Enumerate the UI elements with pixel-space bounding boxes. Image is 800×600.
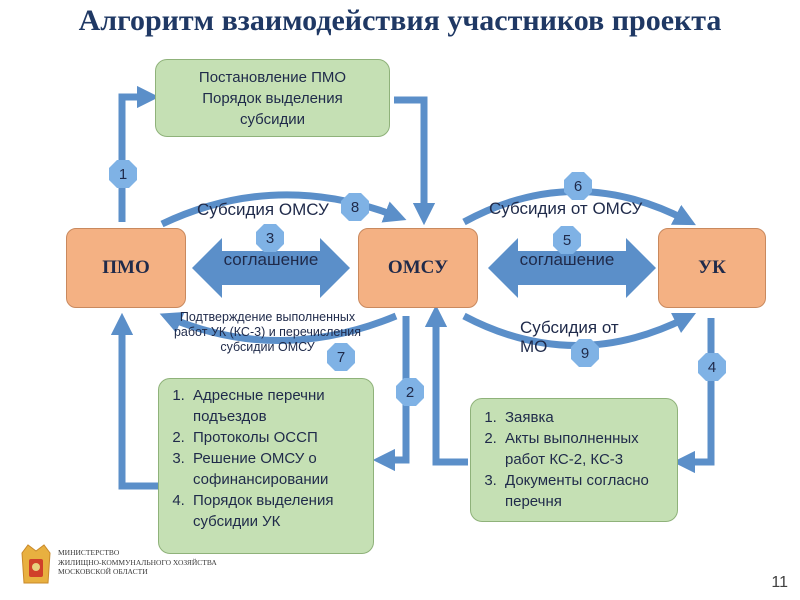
- decree-line-3: субсидии: [240, 110, 305, 128]
- step-9-badge: 9: [571, 339, 599, 367]
- arrow-uk-to-list-right: [672, 318, 715, 474]
- agreement-label-left: соглашение: [223, 250, 319, 269]
- list-right: Заявка Акты выполненных работ КС-2, КС-3…: [477, 407, 671, 512]
- svg-text:6: 6: [574, 178, 582, 195]
- decree-line-1: Постановление ПМО: [198, 68, 347, 86]
- decree-line-2: Порядок выделения: [202, 89, 343, 107]
- confirmation-label: Подтверждение выполненных работ УК (КС-3…: [173, 310, 362, 354]
- svg-text:5: 5: [563, 232, 571, 249]
- step-3-badge: 3: [256, 224, 284, 252]
- list-left-item: Порядок выделения субсидии УК: [189, 490, 367, 532]
- ministry-caption: МИНИСТЕРСТВО ЖИЛИЩНО-КОММУНАЛЬНОГО ХОЗЯЙ…: [58, 548, 217, 576]
- page-number: 11: [771, 574, 788, 591]
- svg-text:7: 7: [337, 349, 345, 366]
- svg-text:4: 4: [708, 359, 716, 376]
- list-right-item: Заявка: [501, 407, 671, 428]
- arrow-curve-omsu-pmo: [159, 311, 398, 344]
- list-left: Адресные перечни подъездов Протоколы ОСС…: [165, 385, 367, 532]
- page-title: Алгоритм взаимодействия участников проек…: [78, 4, 722, 37]
- step-8-badge: 8: [341, 193, 369, 221]
- list-box-left: Адресные перечни подъездов Протоколы ОСС…: [158, 378, 374, 554]
- list-right-item: Акты выполненных работ КС-2, КС-3: [501, 428, 671, 470]
- list-left-item: Протоколы ОССП: [189, 427, 367, 448]
- step-2-badge: 2: [396, 378, 424, 406]
- svg-text:9: 9: [581, 345, 589, 362]
- arrow-list-right-to-omsu: [424, 304, 468, 466]
- decree-box: Постановление ПМО Порядок выделения субс…: [155, 59, 390, 137]
- actor-omsu: ОМСУ: [358, 228, 478, 308]
- agreement-arrow-left: [192, 238, 350, 298]
- agreement-label-right: соглашение: [519, 250, 615, 269]
- step-4-badge: 4: [698, 353, 726, 381]
- step-7-badge: 7: [327, 343, 355, 371]
- step-1-badge: 1: [109, 160, 137, 188]
- subsidy-omsu-label: Субсидия ОМСУ: [197, 200, 329, 219]
- arrow-decree-to-omsu: [394, 96, 436, 226]
- step-5-badge: 5: [553, 226, 581, 254]
- subsidy-from-omsu-label: Субсидия от ОМСУ: [489, 199, 643, 218]
- arrow-pmo-to-decree: [118, 85, 160, 222]
- svg-text:8: 8: [351, 199, 359, 216]
- list-right-item: Документы согласно перечня: [501, 470, 671, 512]
- list-left-item: Адресные перечни подъездов: [189, 385, 367, 427]
- actor-pmo: ПМО: [66, 228, 186, 308]
- arrow-omsu-to-list-left: [372, 316, 410, 472]
- arrow-list-left-to-pmo: [110, 312, 162, 490]
- step-6-badge: 6: [564, 172, 592, 200]
- list-box-right: Заявка Акты выполненных работ КС-2, КС-3…: [470, 398, 678, 522]
- list-left-item: Решение ОМСУ о софинансировании: [189, 448, 367, 490]
- svg-text:3: 3: [266, 230, 274, 247]
- subsidy-from-mo-label: Субсидия от МО: [520, 318, 619, 356]
- agreement-arrow-right: [488, 238, 656, 298]
- svg-text:2: 2: [406, 384, 414, 401]
- actor-uk: УК: [658, 228, 766, 308]
- svg-text:1: 1: [119, 166, 127, 183]
- ministry-emblem: [21, 544, 51, 584]
- step-markers: 1 2 3 4 5 6 7 8 9: [109, 160, 726, 406]
